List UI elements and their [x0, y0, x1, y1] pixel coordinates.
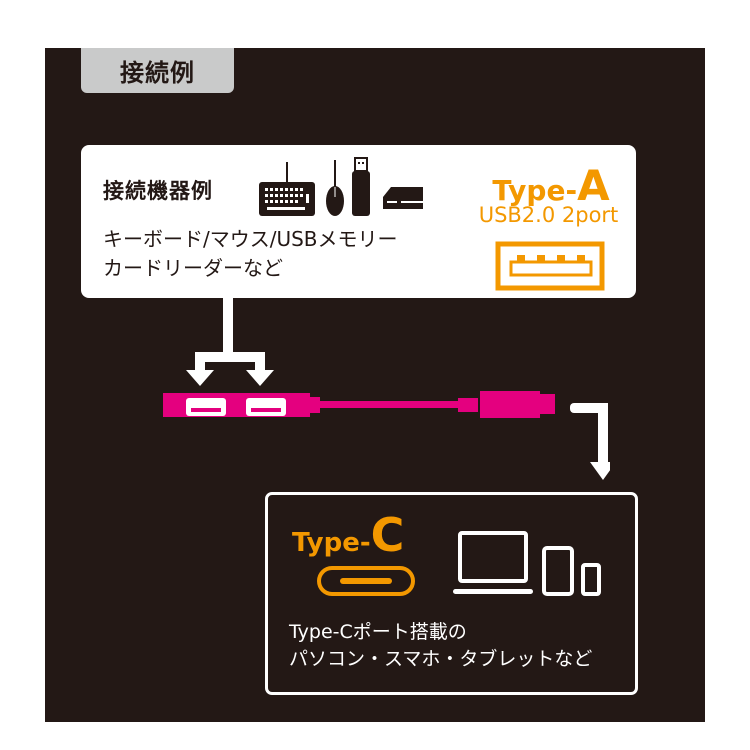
- type-a-port-spec: USB2.0 2port: [478, 203, 619, 227]
- hub-port-2: [246, 398, 286, 416]
- connected-devices-panel: 接続機器例 キーボード/マウ: [81, 145, 636, 298]
- type-a-label: Type-A: [492, 161, 610, 210]
- split-arrow-icon: [186, 298, 274, 386]
- card-reader-icon: [383, 187, 423, 209]
- tablet-icon: [542, 546, 574, 596]
- host-devices-panel: Type-C Type-Cポート搭載の パソコン・スマホ・タブレットなど: [265, 492, 638, 695]
- usb-type-c-port-icon: [317, 566, 415, 596]
- type-c-label: Type-C: [292, 508, 405, 562]
- devices-description: キーボード/マウス/USBメモリー カードリーダーなど: [103, 227, 398, 280]
- down-arrow-icon: [570, 403, 610, 480]
- laptop-icon: [453, 531, 533, 594]
- device-icons: [259, 157, 423, 216]
- host-description: Type-Cポート搭載の パソコン・スマホ・タブレットなど: [289, 621, 593, 670]
- hub-port-1: [186, 398, 226, 416]
- mouse-icon: [326, 160, 344, 216]
- usb-hub-illustration: [163, 298, 610, 480]
- devices-title: 接続機器例: [103, 179, 213, 203]
- usb-memory-icon: [352, 157, 370, 216]
- keyboard-icon: [259, 162, 315, 216]
- host-device-icons: [453, 531, 601, 596]
- usb-type-a-port-icon: [495, 241, 605, 291]
- page-title-tab: 接続例: [81, 48, 234, 93]
- page-title: 接続例: [120, 59, 195, 87]
- smartphone-icon: [581, 563, 601, 596]
